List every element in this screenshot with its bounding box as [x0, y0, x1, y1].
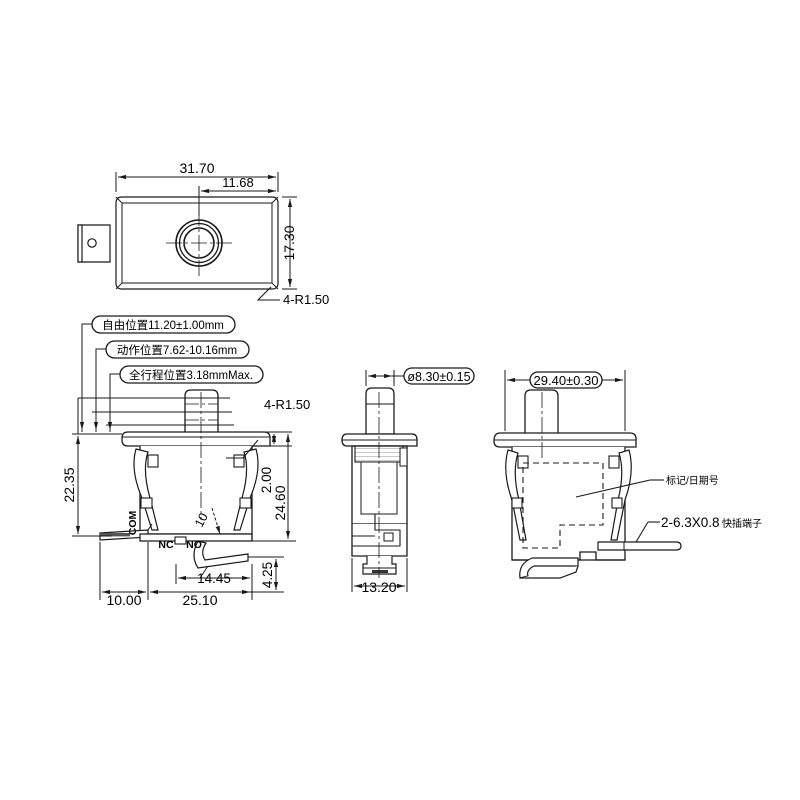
right-view-dimensions — [504, 370, 664, 543]
top-dim-button-offset: 11.68 — [222, 175, 254, 190]
front-view-dimensions — [72, 397, 296, 600]
side-dim-plunger-diameter: ø8.30±0.15 — [407, 370, 470, 384]
right-annotation-marking: 标记/日期号 — [666, 475, 719, 487]
front-dim-body-height: 22.35 — [61, 467, 77, 502]
side-view-dimensions — [351, 367, 475, 592]
top-dim-height: 17.30 — [281, 225, 297, 260]
terminal-label-nc: NC — [158, 539, 174, 551]
top-view-dimensions — [115, 172, 297, 301]
top-dim-width: 31.70 — [179, 160, 214, 176]
right-annotation-terminal-spec: 2-6.3X0.8 — [661, 515, 720, 530]
front-dim-total-depth: 24.60 — [272, 485, 288, 520]
front-dim-base-offset: 4.25 — [260, 562, 275, 588]
front-dim-corner-radius: 4-R1.50 — [264, 397, 310, 412]
side-dim-body-width: 13.20 — [361, 579, 396, 595]
top-dim-corner-radius: 4-R1.50 — [283, 292, 329, 307]
front-dim-no-terminal: 14.45 — [197, 571, 231, 586]
front-dim-flange-to-base: 2.00 — [259, 467, 274, 493]
right-dim-flange-width: 29.40±0.30 — [534, 373, 599, 388]
callout-free-position: 自由位置11.20±1.00mm — [102, 318, 224, 332]
top-view — [77, 196, 279, 290]
side-view — [341, 387, 418, 578]
terminal-label-com: COM — [127, 511, 139, 536]
front-view-callouts — [81, 315, 264, 432]
terminal-label-no: NO — [186, 539, 202, 551]
front-dim-thickness: 10 — [192, 511, 211, 530]
callout-operating-position: 动作位置7.62-10.16mm — [117, 343, 237, 357]
right-annotation-terminal-spec-cn: 快插端子 — [722, 517, 762, 530]
front-dim-terminal-span: 25.10 — [182, 592, 217, 608]
front-dim-left-terminal: 10.00 — [106, 592, 141, 608]
callout-full-travel-position: 全行程位置3.18mmMax. — [129, 368, 253, 382]
right-view — [493, 389, 682, 579]
